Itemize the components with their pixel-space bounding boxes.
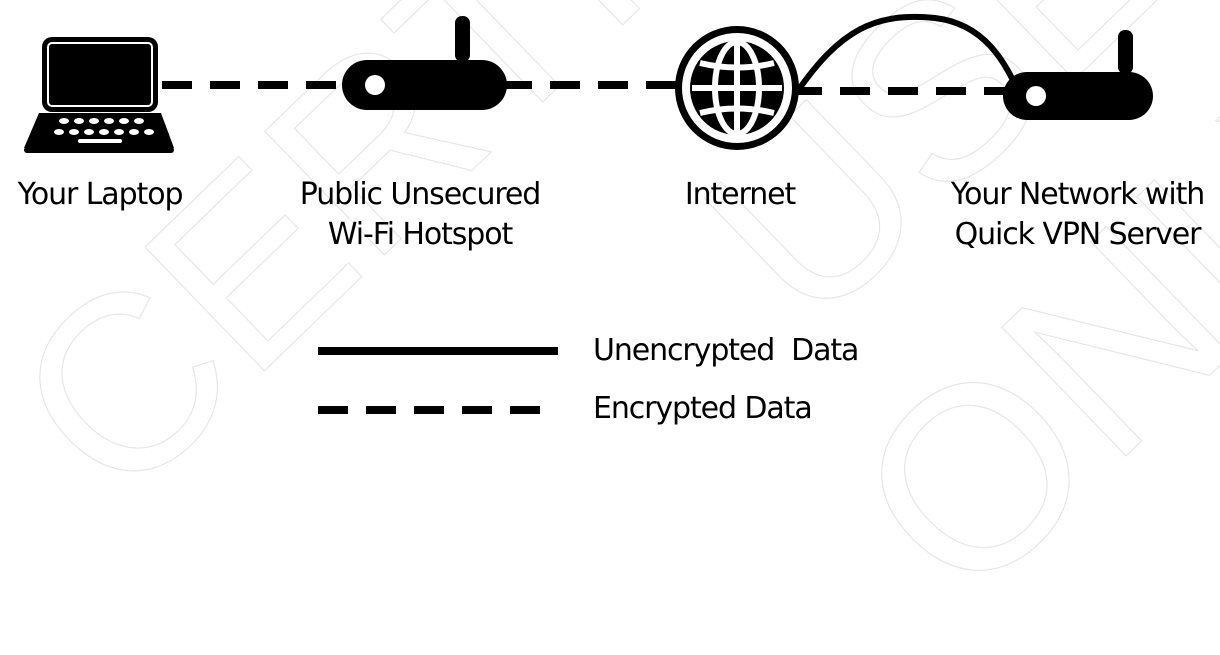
laptop-icon [24,37,174,153]
keyboard-keys [54,118,154,143]
hotspot-label-line1: Public Unsecured [299,177,542,212]
network-label: Your Network with Quick VPN Server [935,175,1220,255]
internet-label: Internet [660,175,820,215]
internet-label-text: Internet [684,177,796,212]
hotspot-label-line2: Wi-Fi Hotspot [327,217,513,252]
network-router-icon [1003,30,1153,120]
laptop-label-text: Your Laptop [17,177,184,212]
hotspot-label: Public Unsecured Wi-Fi Hotspot [275,175,565,255]
hotspot-router-icon [342,16,507,110]
legend-solid-label: Unencrypted Data [593,333,859,368]
legend-dashed-label: Encrypted Data [593,391,813,426]
network-label-line2: Quick VPN Server [954,217,1202,252]
unencrypted-link [794,13,1023,97]
network-label-line1: Your Network with [950,177,1205,212]
globe-icon [675,26,799,150]
vpn-diagram [24,13,1153,414]
encrypted-link [162,81,1012,95]
laptop-label: Your Laptop [0,175,200,215]
